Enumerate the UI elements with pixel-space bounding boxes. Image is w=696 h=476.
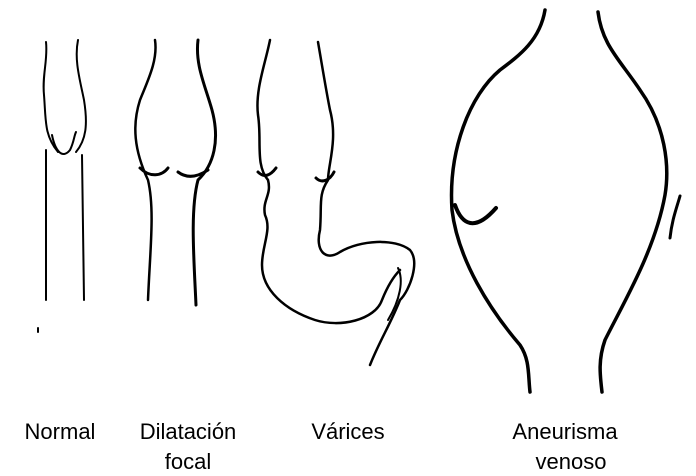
- caption-normal: Normal: [10, 418, 110, 446]
- focal-dilatation-drawing: [135, 40, 215, 305]
- caption-dilatacion-line1: Dilatación: [122, 418, 254, 446]
- caption-dilatacion-line2: focal: [122, 448, 254, 476]
- caption-aneurisma-venoso: Aneurisma venoso: [490, 418, 640, 476]
- caption-normal-line1: Normal: [10, 418, 110, 446]
- caption-aneurisma-line1: Aneurisma: [490, 418, 640, 446]
- venous-aneurysm-drawing: [452, 10, 680, 392]
- varices-drawing: [257, 40, 414, 365]
- caption-varices: Várices: [298, 418, 398, 446]
- normal-vein-drawing: [38, 40, 86, 332]
- caption-dilatacion-focal: Dilatación focal: [122, 418, 254, 476]
- caption-aneurisma-line2: venoso: [490, 448, 640, 476]
- caption-varices-line1: Várices: [298, 418, 398, 446]
